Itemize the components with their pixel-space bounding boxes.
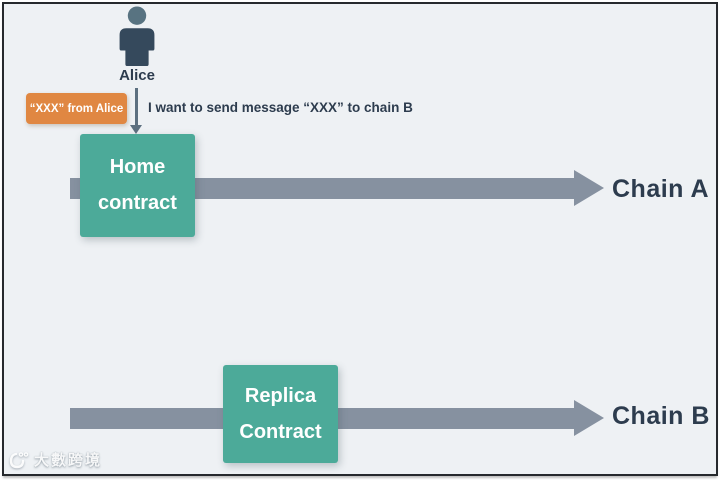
person-icon: [119, 6, 155, 66]
replica-contract-line1: Replica: [244, 384, 317, 407]
down-arrow-icon: [130, 125, 142, 134]
message-tag: “XXX” from Alice: [26, 93, 127, 124]
chain-a-arrowhead-icon: [574, 170, 604, 206]
replica-contract-node: Replica Contract: [223, 365, 338, 463]
watermark-logo-icon: [9, 451, 29, 468]
chain-b-label: Chain B: [612, 402, 710, 430]
home-contract-node: Home contract: [80, 134, 195, 237]
down-arrow-shaft: [135, 88, 138, 125]
diagram-layer: Alice “XXX” from Alice I want to send me…: [4, 4, 716, 474]
intent-message: I want to send message “XXX” to chain B: [148, 100, 413, 115]
home-contract-line2: contract: [98, 192, 177, 214]
actor-label: Alice: [119, 67, 155, 84]
watermark-text: 大數跨境: [34, 452, 103, 469]
chain-a-arrow-shaft: [70, 178, 574, 199]
watermark: 大數跨境: [8, 449, 102, 470]
chain-b-arrowhead-icon: [574, 400, 604, 436]
home-contract-line1: Home: [109, 156, 166, 178]
replica-contract-line2: Contract: [239, 420, 322, 443]
chain-a-label: Chain A: [612, 175, 710, 203]
